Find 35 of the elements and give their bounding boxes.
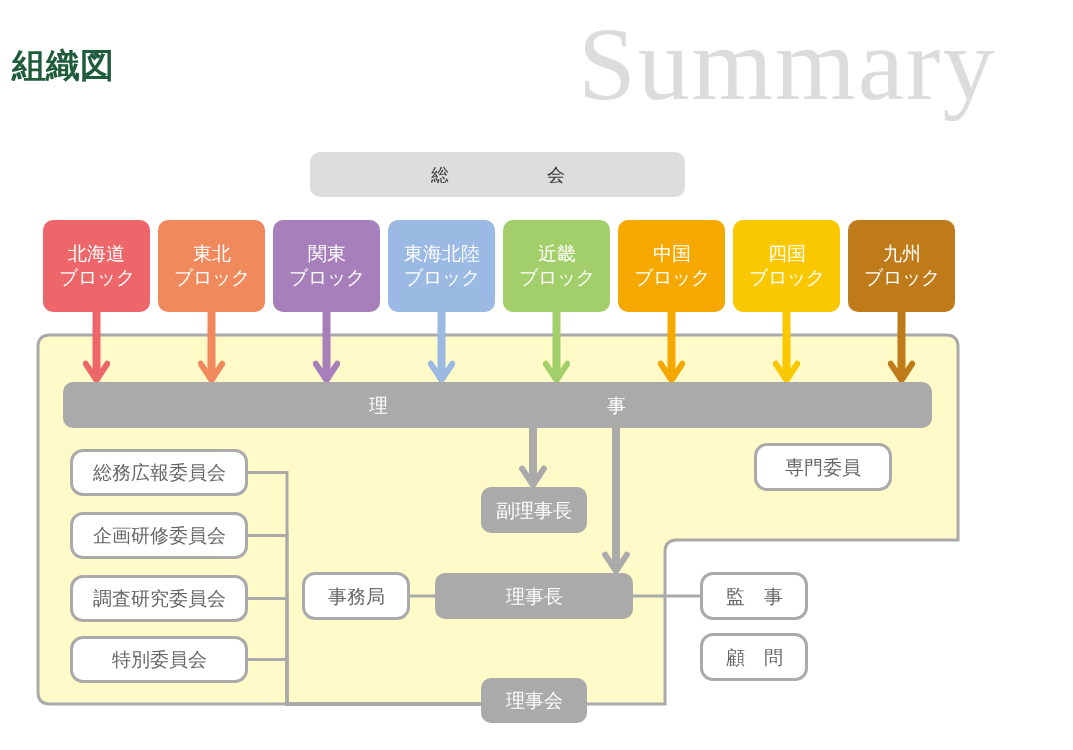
block-box: 関東 ブロック <box>273 220 380 312</box>
arrow <box>542 312 571 383</box>
committee-box: 顧 問 <box>700 633 808 681</box>
block-box: 北海道 ブロック <box>43 220 150 312</box>
block-box: 東北 ブロック <box>158 220 265 312</box>
role-box: 理事長 <box>435 573 633 619</box>
arrow <box>657 312 686 383</box>
connector-line <box>410 594 435 598</box>
block-box: 中国 ブロック <box>618 220 725 312</box>
block-box: 東海北陸 ブロック <box>388 220 495 312</box>
block-box: 近畿 ブロック <box>503 220 610 312</box>
connector-line <box>248 658 481 706</box>
committee-box: 専門委員 <box>754 443 892 491</box>
arrow <box>519 428 547 488</box>
committee-box: 調査研究委員会 <box>70 575 248 622</box>
arrow <box>197 312 226 383</box>
block-box: 九州 ブロック <box>848 220 955 312</box>
arrow <box>887 312 916 383</box>
arrow <box>602 428 630 574</box>
role-box: 副理事長 <box>481 487 587 533</box>
arrow <box>82 312 111 383</box>
committee-box: 事務局 <box>302 572 410 620</box>
arrow <box>427 312 456 383</box>
block-box: 四国 ブロック <box>733 220 840 312</box>
arrow <box>312 312 341 383</box>
connector-line <box>633 594 700 598</box>
committee-box: 企画研修委員会 <box>70 512 248 559</box>
arrow <box>772 312 801 383</box>
committee-box: 総務広報委員会 <box>70 449 248 496</box>
committee-box: 監 事 <box>700 572 808 620</box>
role-box: 理事会 <box>481 678 587 723</box>
board-bar: 理 事 <box>63 382 932 428</box>
diagram-title: 組織図 <box>12 44 114 86</box>
general-assembly-bar: 総 会 <box>310 152 685 197</box>
committee-box: 特別委員会 <box>70 636 248 683</box>
